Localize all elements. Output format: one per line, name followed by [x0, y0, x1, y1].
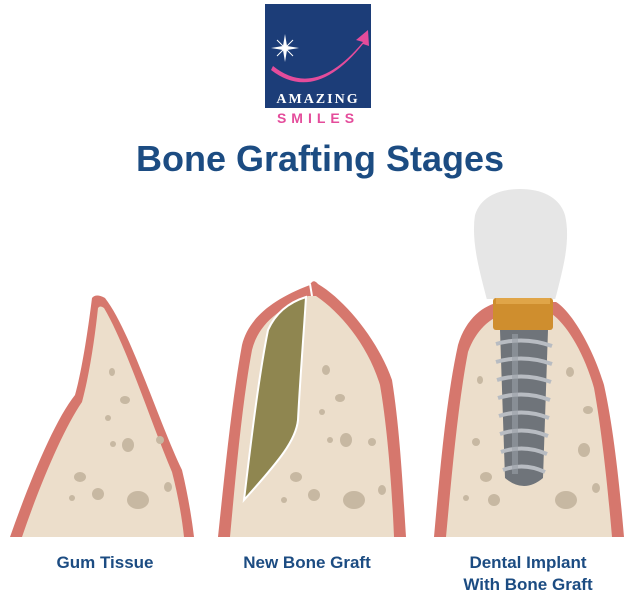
stage-gum-tissue: [10, 295, 194, 537]
logo-text-smiles: SMILES: [276, 110, 360, 126]
label-dental-implant: Dental Implant With Bone Graft: [430, 552, 626, 596]
bone-spots-1: [69, 368, 172, 509]
amazing-smiles-logo: AMAZING TM SMILES: [265, 4, 371, 128]
label-dental-implant-line2: With Bone Graft: [463, 575, 593, 594]
crown: [471, 186, 570, 301]
stage-dental-implant: [434, 186, 624, 537]
graft-region: [242, 295, 308, 504]
stage-new-bone-graft: [218, 281, 406, 537]
bone-spots-2: [281, 365, 386, 509]
label-gum-tissue: Gum Tissue: [56, 553, 154, 572]
bone-spots-3: [463, 367, 600, 509]
implant-screw: [500, 330, 548, 486]
sparkle-icon: [271, 34, 299, 62]
screw-threads: [495, 338, 553, 474]
trademark: TM: [364, 103, 372, 109]
abutment: [493, 298, 553, 330]
smile-icon: [271, 30, 369, 83]
page-title: Bone Grafting Stages: [135, 138, 505, 179]
label-dental-implant-line1: Dental Implant: [469, 553, 587, 572]
label-new-bone-graft: New Bone Graft: [243, 553, 371, 572]
logo-box: AMAZING: [265, 4, 371, 108]
logo-text-amazing: AMAZING: [276, 92, 360, 107]
bone-1: [22, 306, 184, 537]
